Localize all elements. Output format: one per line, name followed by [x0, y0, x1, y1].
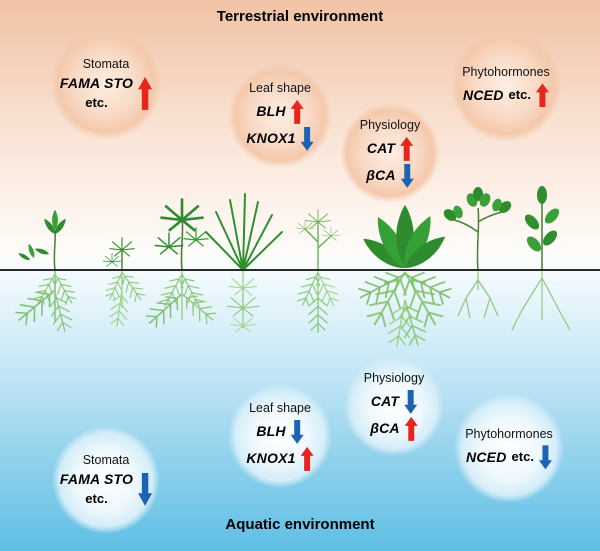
plant-round-leaflets	[443, 187, 512, 319]
plant-elliptic-pairs	[511, 186, 571, 331]
up-arrow-icon	[400, 136, 414, 161]
up-arrow-icon	[290, 99, 304, 124]
gene-line: BLH	[256, 419, 304, 444]
gene-column: FAMA STO etc.	[60, 471, 133, 507]
gene-line: βCA	[370, 416, 418, 441]
gene-label: FAMA STO	[59, 471, 134, 488]
up-arrow-icon	[535, 83, 549, 108]
terrestrial-environment-title: Terrestrial environment	[216, 8, 384, 25]
plant-broad-rosette	[353, 204, 457, 350]
bubble-aquatic-stomata: Stomata FAMA STO etc.	[52, 426, 160, 534]
etc-label: etc.	[511, 449, 534, 465]
gene-label: KNOX1	[246, 450, 296, 467]
bubble-title: Stomata	[82, 452, 130, 467]
gene-label: BLH	[256, 423, 286, 440]
down-arrow-icon	[404, 389, 418, 414]
bubble-title: Leaf shape	[249, 401, 311, 416]
gene-line: FAMA STO etc.	[60, 75, 153, 111]
gene-label: βCA	[366, 167, 396, 184]
down-arrow-icon	[290, 419, 304, 444]
bubble-terrestrial-physiology: Physiology CAT βCA	[340, 103, 440, 203]
gene-label: CAT	[370, 393, 400, 410]
bubble-terrestrial-leaf-shape: Leaf shape BLH KNOX1	[228, 64, 332, 168]
etc-label: etc.	[85, 94, 108, 110]
bubble-aquatic-phytohormones: Phytohormones NCED etc.	[454, 393, 564, 503]
gene-label: BLH	[256, 103, 286, 120]
plant-linear-tuft	[205, 193, 283, 333]
down-arrow-icon	[538, 445, 552, 470]
plant-whorled	[293, 208, 343, 334]
gene-label: CAT	[366, 140, 396, 157]
gene-label: NCED	[463, 86, 504, 103]
bubble-title: Physiology	[359, 118, 421, 133]
down-arrow-icon	[138, 472, 153, 506]
bubble-terrestrial-stomata: Stomata FAMA STO etc.	[50, 28, 162, 140]
etc-label: etc.	[508, 87, 531, 103]
aquatic-environment-title: Aquatic environment	[225, 516, 375, 533]
gene-line: BLH	[256, 99, 304, 124]
gene-label: βCA	[370, 420, 400, 437]
plants-illustration	[10, 186, 571, 350]
up-arrow-icon	[404, 416, 418, 441]
bubble-title: Phytohormones	[462, 64, 550, 79]
gene-line: βCA	[366, 163, 414, 188]
gene-line: CAT	[366, 136, 414, 161]
bubble-title: Leaf shape	[249, 81, 311, 96]
bubble-title: Stomata	[82, 56, 130, 71]
etc-label: etc.	[85, 490, 108, 506]
bubble-title: Phytohormones	[465, 426, 553, 441]
plant-small-dissected	[102, 236, 149, 329]
gene-line: FAMA STO etc.	[60, 471, 153, 507]
gene-line: KNOX1	[246, 126, 314, 151]
down-arrow-icon	[300, 126, 314, 151]
gene-line: NCED etc.	[466, 445, 552, 470]
gene-label: NCED	[466, 448, 507, 465]
bubble-title: Physiology	[363, 371, 425, 386]
water-surface-line	[0, 269, 600, 271]
gene-line: NCED etc.	[463, 83, 549, 108]
plant-palmate	[141, 197, 221, 333]
gene-label: FAMA STO	[59, 75, 134, 92]
bubble-aquatic-physiology: Physiology CAT βCA	[344, 356, 444, 456]
up-arrow-icon	[138, 76, 153, 110]
gene-column: FAMA STO etc.	[60, 75, 133, 111]
bubble-terrestrial-phytohormones: Phytohormones NCED etc.	[450, 30, 562, 142]
up-arrow-icon	[300, 446, 314, 471]
plant-lobed	[10, 209, 80, 335]
gene-label: KNOX1	[246, 130, 296, 147]
gene-line: KNOX1	[246, 446, 314, 471]
bubble-aquatic-leaf-shape: Leaf shape BLH KNOX1	[228, 384, 332, 488]
gene-line: CAT	[370, 389, 418, 414]
